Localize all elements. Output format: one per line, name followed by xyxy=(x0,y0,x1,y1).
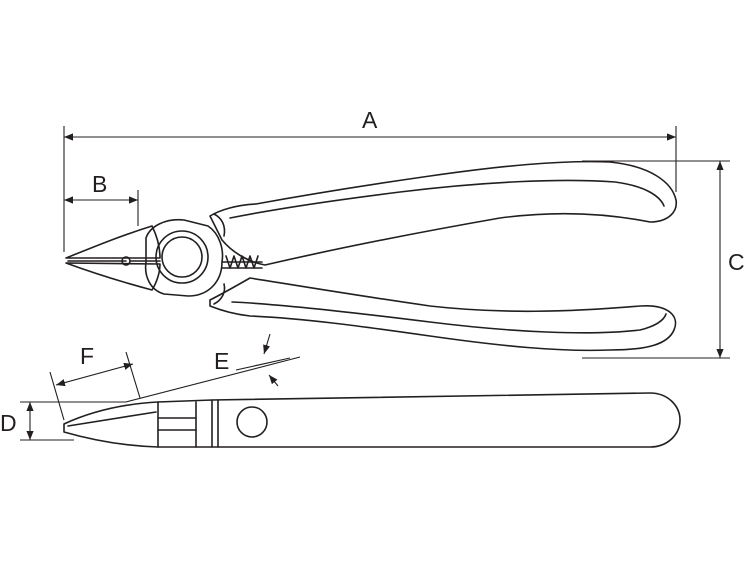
dimension-a xyxy=(63,126,677,252)
side-rivet-circle xyxy=(236,406,268,438)
lower-handle xyxy=(209,277,677,352)
upper-jaw xyxy=(65,225,161,259)
upper-handle-collar xyxy=(213,213,226,237)
label-e: E xyxy=(214,348,229,374)
pivot-ring-outer xyxy=(155,230,209,284)
upper-handle xyxy=(209,160,677,266)
dimension-d xyxy=(20,401,126,441)
pliers-top-view xyxy=(65,160,677,352)
dimension-e xyxy=(125,333,301,403)
label-f: F xyxy=(80,343,94,369)
dimension-c xyxy=(582,160,730,359)
label-d: D xyxy=(0,410,17,436)
lower-handle-inner xyxy=(231,301,667,334)
pliers-side-view xyxy=(63,392,681,448)
dimension-b xyxy=(64,190,139,226)
lower-handle-collar xyxy=(213,283,226,305)
pivot-ring-inner xyxy=(161,236,203,278)
dimension-f xyxy=(49,351,141,421)
side-blade-edge xyxy=(67,411,157,427)
spring-serration xyxy=(221,255,263,269)
label-b: B xyxy=(92,171,107,197)
side-view-handle xyxy=(211,392,681,448)
label-a: A xyxy=(362,107,378,133)
label-c: C xyxy=(728,249,745,275)
upper-handle-inner xyxy=(229,179,665,219)
